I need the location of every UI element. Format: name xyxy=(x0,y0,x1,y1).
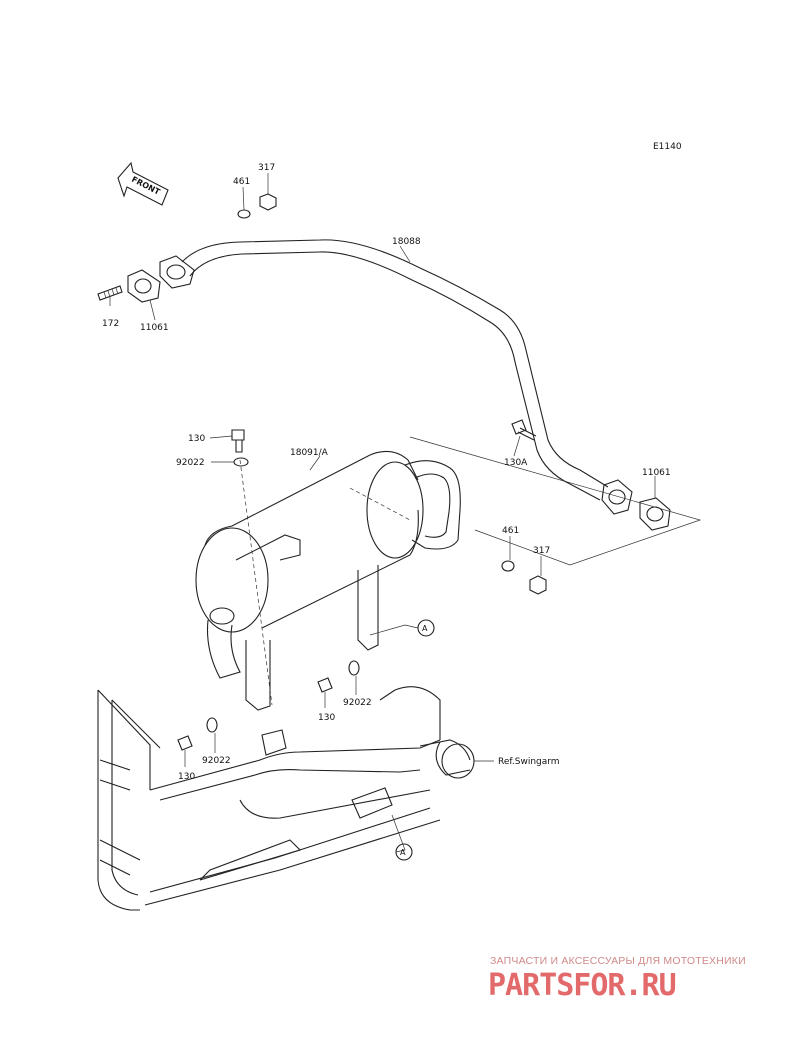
part-label-92022-low: 92022 xyxy=(202,756,231,766)
part-label-317-top: 317 xyxy=(258,163,275,173)
nut-317-right xyxy=(529,575,547,595)
part-label-18091a: 18091/A xyxy=(290,448,329,458)
washer-92022-mid xyxy=(348,660,360,676)
part-label-130-low: 130 xyxy=(178,772,195,782)
part-label-92022-top: 92022 xyxy=(176,458,205,468)
watermark-logo: PARTSFOR.RU xyxy=(488,968,676,1003)
ref-circle-a-2: A xyxy=(395,843,413,861)
bolt-130-mid xyxy=(317,677,333,693)
watermark: ЗАПЧАСТИ И АКСЕССУАРЫ ДЛЯ МОТОТЕХНИКИ PA… xyxy=(488,955,746,1003)
frame-swingarm xyxy=(97,686,471,911)
bolt-130-top xyxy=(231,429,245,453)
washer-92022-low xyxy=(206,717,218,733)
muffler-18091a xyxy=(195,450,461,711)
washer-461-top xyxy=(237,209,251,219)
part-label-130a: 130A xyxy=(504,458,528,468)
part-label-92022-mid: 92022 xyxy=(343,698,372,708)
part-label-130-mid: 130 xyxy=(318,713,335,723)
watermark-subtitle: ЗАПЧАСТИ И АКСЕССУАРЫ ДЛЯ МОТОТЕХНИКИ xyxy=(490,955,746,967)
part-label-317-right: 317 xyxy=(533,546,550,556)
bolt-130-low xyxy=(177,735,193,751)
part-label-11061-left: 11061 xyxy=(140,323,169,333)
washer-92022-top xyxy=(233,457,249,467)
gasket-right xyxy=(639,497,671,531)
part-label-461-right: 461 xyxy=(502,526,519,536)
ref-swingarm-label: Ref.Swingarm xyxy=(498,757,560,767)
bolt-130a xyxy=(511,419,537,441)
part-label-18088: 18088 xyxy=(392,237,421,247)
washer-461-right xyxy=(501,560,515,572)
part-label-461-top: 461 xyxy=(233,177,250,187)
reference-outline xyxy=(409,436,702,566)
ref-a-1-text: A xyxy=(422,624,428,633)
part-label-11061-right: 11061 xyxy=(642,468,671,478)
gasket-left xyxy=(127,269,161,303)
part-label-130-top: 130 xyxy=(188,434,205,444)
nut-317-top xyxy=(259,193,277,211)
stud-172 xyxy=(97,285,123,301)
front-arrow-icon: FRONT xyxy=(117,161,169,206)
leader-lines xyxy=(109,173,656,853)
ref-a-2-text: A xyxy=(400,848,406,857)
diagram-code: E1140 xyxy=(653,142,682,152)
part-label-172: 172 xyxy=(102,319,119,329)
ref-circle-a-1: A xyxy=(417,619,435,637)
exhaust-pipe-18088 xyxy=(159,239,633,515)
